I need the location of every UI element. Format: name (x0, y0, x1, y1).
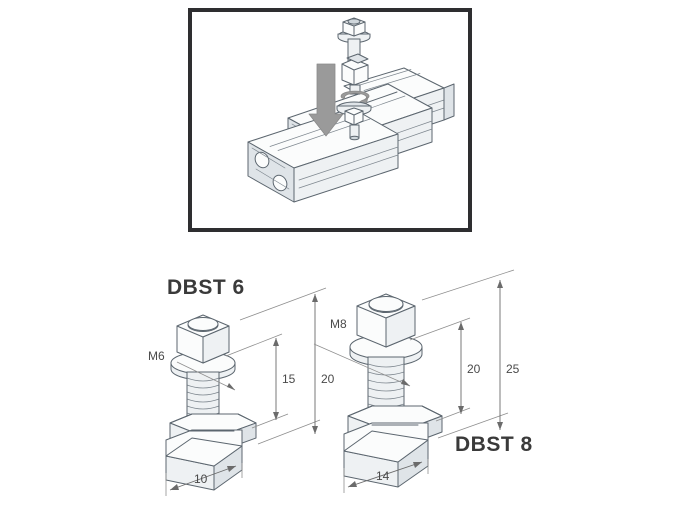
dbst6-bolt-geometry (165, 314, 257, 491)
part-title-dbst8: DBST 8 (455, 433, 533, 456)
dbst8-thread-callout: M8 (313, 317, 411, 387)
dbst6-t-nut-block (165, 413, 257, 491)
extrusion-assembly-drawing (247, 17, 455, 203)
part-title-dbst6: DBST 6 (167, 276, 245, 299)
dimension-label-14: 14 (376, 469, 390, 483)
dimension-label-20: 20 (467, 362, 481, 376)
t-slot-bolt-assembly (336, 17, 372, 141)
dbst8-hex-head (356, 293, 416, 348)
dimension-label-25: 25 (506, 362, 520, 376)
illustration-frame (188, 8, 472, 232)
part-drawing-dbst8: M8 20 25 (313, 269, 568, 498)
dbst8-threaded-shank (367, 356, 405, 422)
dimension-label-15: 15 (282, 372, 296, 386)
dbst8-dimensions: 20 25 14 (343, 269, 520, 493)
callout-label-m8: M8 (330, 317, 347, 331)
extrusion-profile-front (247, 107, 399, 203)
dbst6-thread-callout: M6 (148, 349, 236, 391)
t-nut-block (341, 53, 369, 86)
part-drawing-dbst6: M6 15 20 (130, 268, 350, 498)
callout-label-m6: M6 (148, 349, 165, 363)
rotate-arrow-icon (340, 90, 370, 106)
dbst8-isometric-drawing: M8 20 25 (313, 269, 520, 493)
dimension-label-10: 10 (194, 472, 208, 486)
dbst8-t-nut-block (343, 405, 443, 488)
dbst6-hex-head (176, 314, 230, 364)
dimension-label-20: 20 (321, 372, 335, 386)
bolt-stud-into-slot (349, 124, 360, 141)
bolt-hex-nut-lower (344, 107, 364, 126)
dbst6-dimensions: 15 20 10 (165, 287, 335, 496)
profile-end-face-front (247, 141, 295, 203)
dbst8-bolt-geometry (343, 293, 443, 488)
down-arrow-icon (308, 63, 344, 137)
dbst6-isometric-drawing: M6 15 20 (148, 287, 335, 496)
